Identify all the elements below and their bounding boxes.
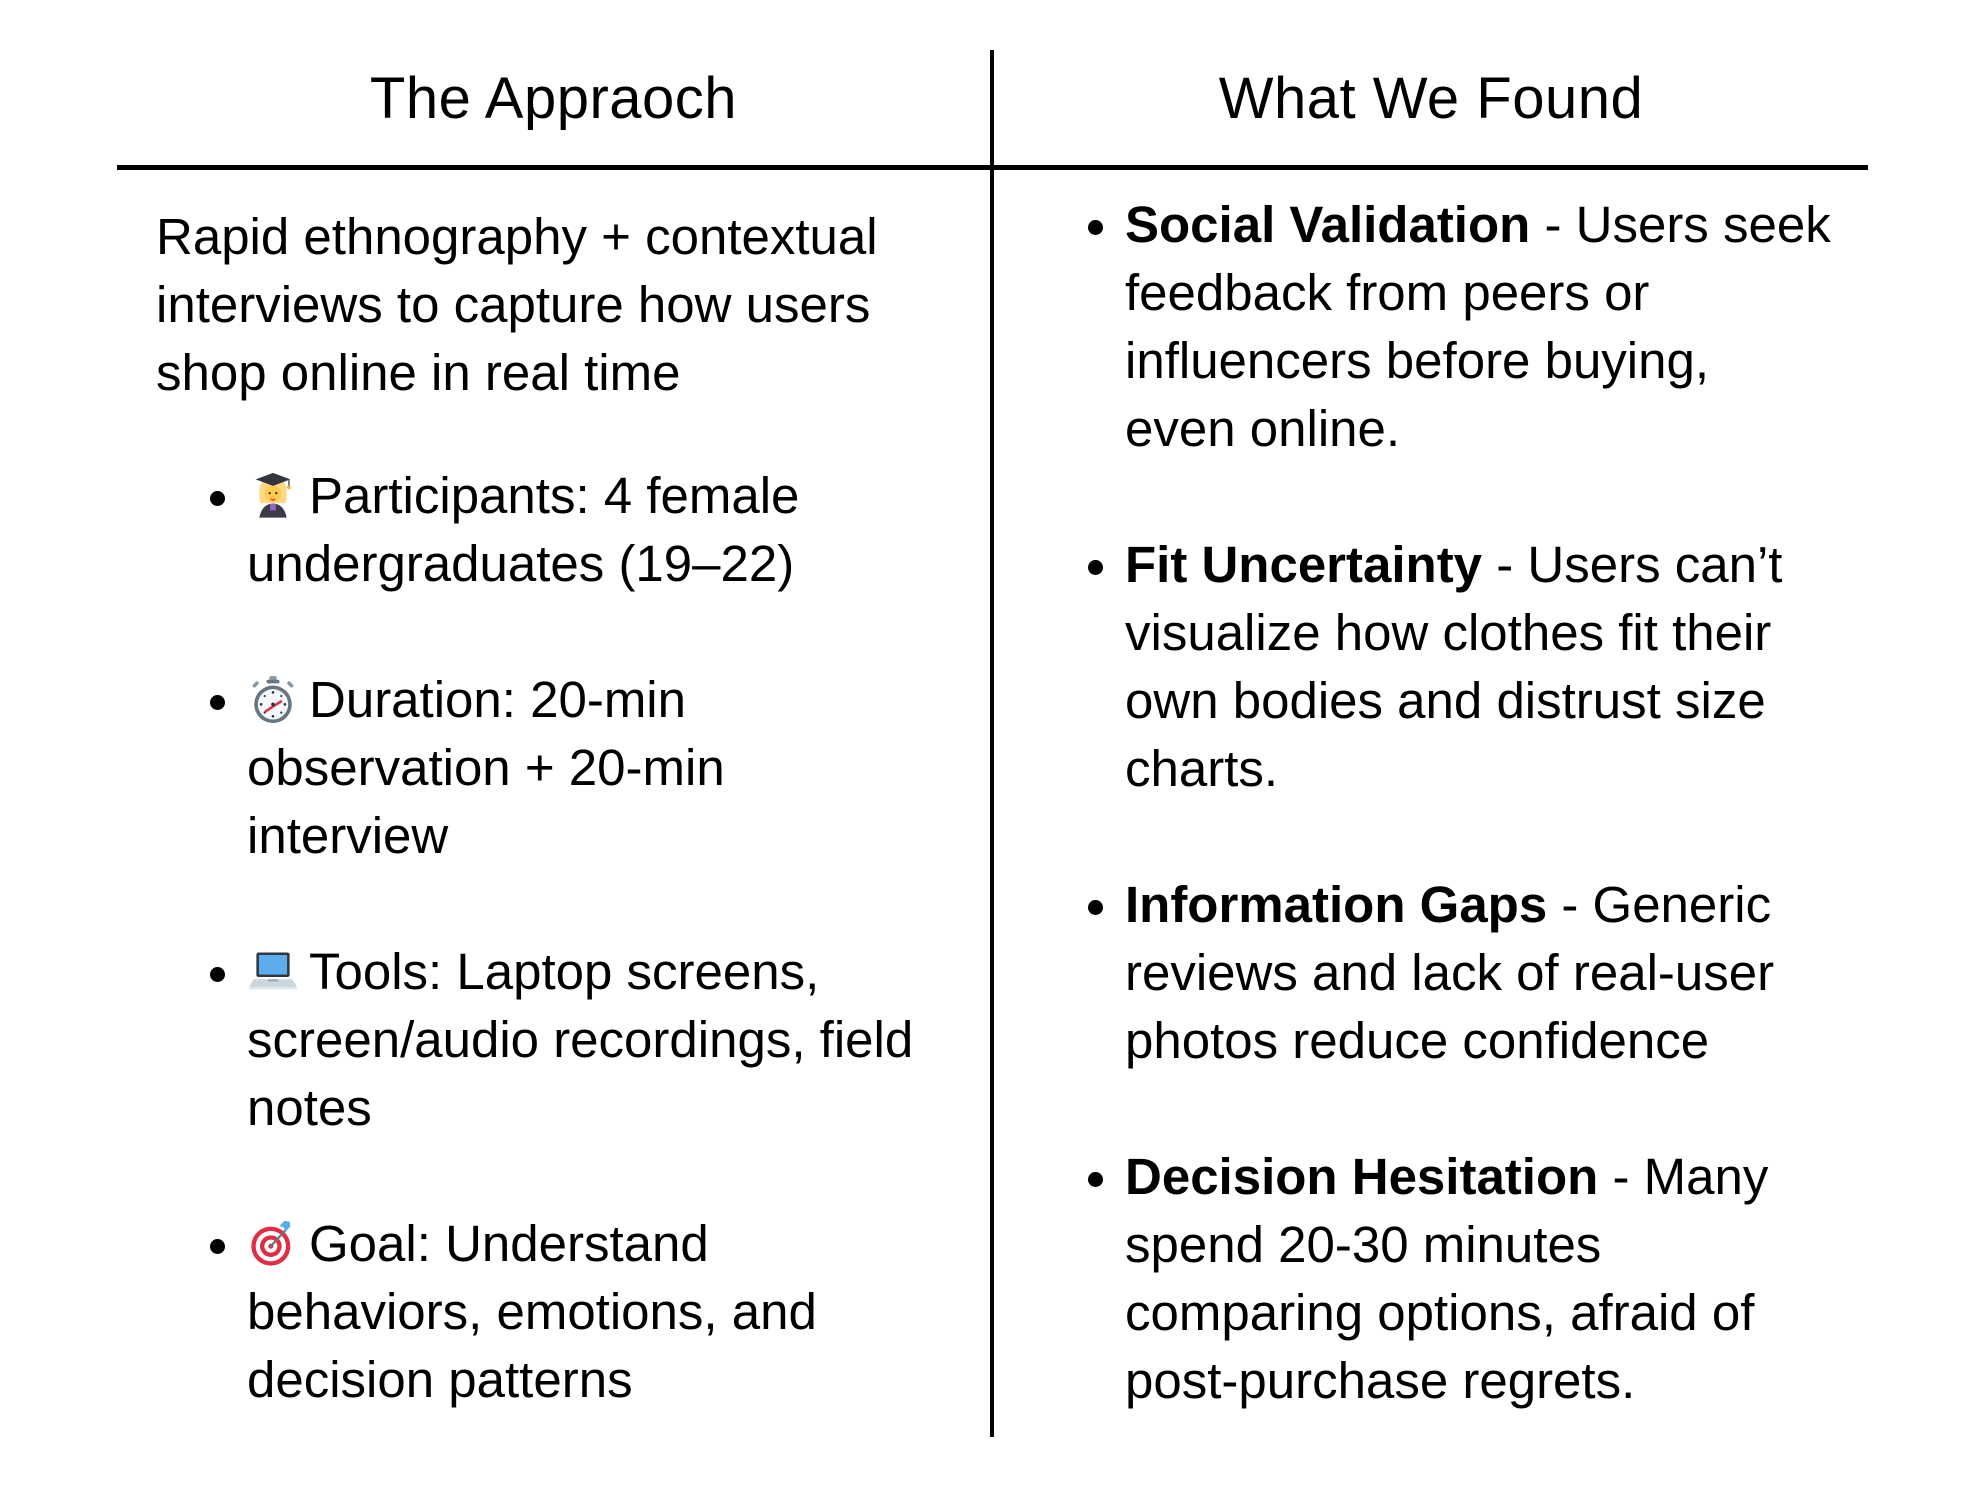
approach-list: Participants: 4 female undergraduates (1… (156, 462, 978, 1414)
vertical-divider (990, 50, 994, 1437)
list-item-text: Goal: Understand behaviors, emotions, an… (247, 1215, 817, 1408)
list-item-text: Duration: 20-min observation + 20-min in… (247, 671, 725, 864)
list-item: Tools: Laptop screens, screen/audio reco… (247, 938, 978, 1142)
list-item: Fit Uncertainty - Users can’t visualize … (1125, 531, 1844, 803)
list-item: Goal: Understand behaviors, emotions, an… (247, 1210, 978, 1414)
finding-title: Social Validation (1125, 196, 1531, 253)
finding-desc: - Users can’t visualize how clothes fit … (1125, 536, 1783, 797)
finding-title: Fit Uncertainty (1125, 536, 1483, 593)
finding-desc: - Generic reviews and lack of real-user … (1125, 876, 1775, 1069)
list-item-text: Tools: Laptop screens, screen/audio reco… (247, 943, 914, 1136)
finding-desc: - Users seek feedback from peers or infl… (1125, 196, 1831, 457)
list-item-text: Participants: 4 female undergraduates (1… (247, 467, 800, 592)
list-item: Social Validation - Users seek feedback … (1125, 191, 1844, 463)
stopwatch-icon (247, 674, 299, 726)
list-item: Decision Hesitation - Many spend 20-30 m… (1125, 1143, 1844, 1415)
finding-title: Decision Hesitation (1125, 1148, 1599, 1205)
woman-student-icon (247, 470, 299, 522)
findings-list: Social Validation - Users seek feedback … (1034, 191, 1844, 1415)
list-item: Information Gaps - Generic reviews and l… (1125, 871, 1844, 1075)
header-underline (117, 165, 1868, 170)
target-icon (247, 1218, 299, 1270)
left-column-title: The Appraoch (369, 66, 738, 131)
approach-intro-paragraph: Rapid ethnography + contextual interview… (156, 208, 878, 401)
list-item: Participants: 4 female undergraduates (1… (247, 462, 978, 598)
finding-title: Information Gaps (1125, 876, 1548, 933)
finding-desc: - Many spend 20-30 minutes comparing opt… (1125, 1148, 1769, 1409)
laptop-icon (247, 946, 299, 998)
list-item: Duration: 20-min observation + 20-min in… (247, 666, 978, 870)
right-column-title: What We Found (1218, 66, 1644, 131)
